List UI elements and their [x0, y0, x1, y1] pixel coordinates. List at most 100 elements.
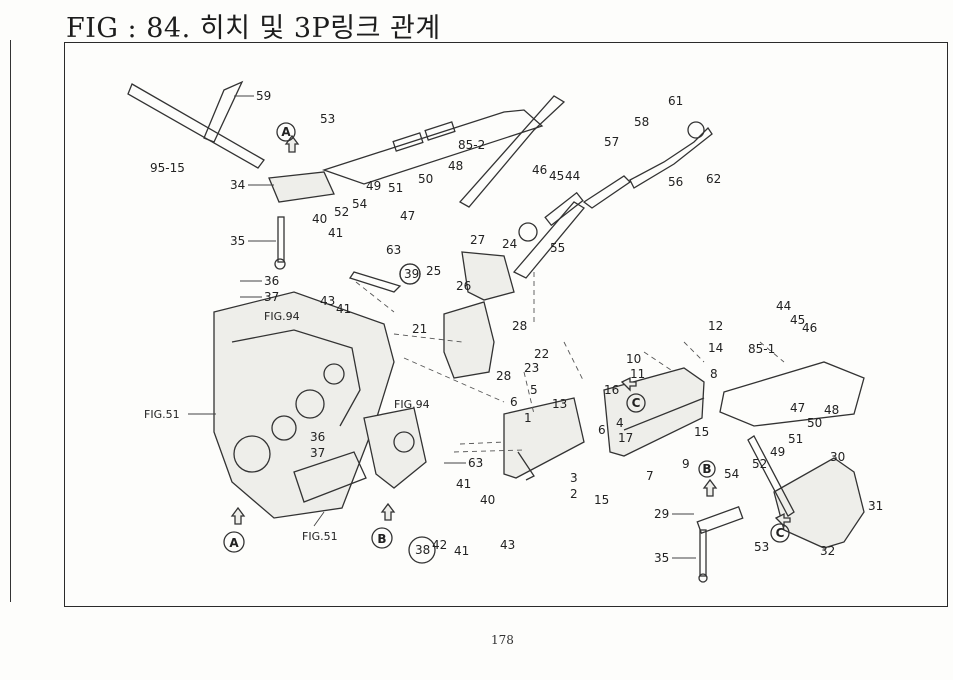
part-label: 3: [570, 471, 578, 485]
part-number-labels: 59 95-15 53 34 52 54 49 51 50 48 47 85-2…: [150, 89, 883, 565]
part-label: 50: [807, 416, 822, 430]
callout-arrows: [230, 134, 791, 528]
part-label: 35: [654, 551, 669, 565]
callout-a-top: A: [276, 122, 296, 142]
part-label: 40: [480, 493, 495, 507]
part-label: 27: [470, 233, 485, 247]
part-label: 85-1: [748, 342, 775, 356]
part-label: 41: [456, 477, 471, 491]
part-label: 11: [630, 367, 645, 381]
part-label: 53: [320, 112, 335, 126]
part-label: 48: [448, 159, 463, 173]
binding-edge: [0, 40, 11, 602]
part-label: 24: [502, 237, 517, 251]
upper-right-link: [512, 121, 713, 279]
part-label: 10: [626, 352, 641, 366]
callout-39: [399, 263, 421, 285]
part-label: 48: [824, 403, 839, 417]
part-label: 2: [570, 487, 578, 501]
ref-fig94-top: FIG.94: [264, 310, 300, 323]
lower-link-arm: [696, 361, 865, 583]
part-label: 44: [776, 299, 791, 313]
part-label: 29: [654, 507, 669, 521]
callout-b-left-label: B: [377, 532, 386, 546]
part-label: 5: [530, 383, 538, 397]
part-label: 36: [310, 430, 325, 444]
assembly-guides: [355, 272, 785, 453]
part-label: 95-15: [150, 161, 185, 175]
callout-c-right-label: C: [776, 526, 785, 540]
part-label: 21: [412, 322, 427, 336]
callout-a-bottom: A: [223, 531, 245, 553]
part-label: 28: [496, 369, 511, 383]
part-label: 46: [532, 163, 547, 177]
callout-c-center-label: C: [632, 396, 641, 410]
part-label: 52: [334, 205, 349, 219]
part-label: 54: [724, 467, 739, 481]
part-label: 6: [598, 423, 606, 437]
callout-a-top-label: A: [281, 125, 291, 139]
part-label: 13: [552, 397, 567, 411]
part-label: 51: [388, 181, 403, 195]
part-label: 58: [634, 115, 649, 129]
figure-title: FIG : 84. 히치 및 3P링크 관계: [66, 13, 441, 44]
callout-b-left: B: [371, 527, 393, 549]
hitch-lever-assembly: [127, 80, 335, 270]
part-label: 1: [524, 411, 532, 425]
part-label: 44: [565, 169, 580, 183]
part-label: 47: [400, 209, 415, 223]
exploded-parts-diagram: A A B B C C FIG.94 FIG.94 FI: [127, 80, 883, 583]
part-label: 6: [510, 395, 518, 409]
ref-fig94-mid: FIG.94: [394, 398, 430, 411]
part-label: 63: [386, 243, 401, 257]
callout-38: [408, 536, 436, 564]
part-label: 42: [432, 538, 447, 552]
callout-b-right: B: [698, 460, 716, 478]
part-label: 49: [366, 179, 381, 193]
part-label: 41: [328, 226, 343, 240]
callout-c-center: C: [626, 393, 646, 413]
part-label: 39: [404, 267, 419, 281]
part-label: 15: [694, 425, 709, 439]
callout-c-right: C: [770, 523, 790, 543]
part-label: 63: [468, 456, 483, 470]
part-label: 31: [868, 499, 883, 513]
part-label: 50: [418, 172, 433, 186]
part-label: 35: [230, 234, 245, 248]
part-label: 51: [788, 432, 803, 446]
page-number: 178: [491, 633, 514, 647]
part-label: 37: [264, 290, 279, 304]
part-label: 53: [754, 540, 769, 554]
diagram-frame: [64, 42, 948, 607]
part-label: 45: [790, 313, 805, 327]
part-label: 61: [668, 94, 683, 108]
part-label: 49: [770, 445, 785, 459]
part-label: 54: [352, 197, 367, 211]
part-label: 57: [604, 135, 619, 149]
part-label: 8: [710, 367, 718, 381]
part-label: 37: [310, 446, 325, 460]
part-label: 56: [668, 175, 683, 189]
part-label: 12: [708, 319, 723, 333]
part-label: 32: [820, 544, 835, 558]
top-link-rod: [321, 95, 566, 208]
part-label: 4: [616, 416, 624, 430]
part-label: 36: [264, 274, 279, 288]
part-label: 17: [618, 431, 633, 445]
part-label: 7: [646, 469, 654, 483]
part-label: 22: [534, 347, 549, 361]
part-label: 55: [550, 241, 565, 255]
part-label: 45: [549, 169, 564, 183]
part-label: 40: [312, 212, 327, 226]
part-label: 52: [752, 457, 767, 471]
part-label: 46: [802, 321, 817, 335]
part-label: 85-2: [458, 138, 485, 152]
transmission-housing: [213, 291, 427, 519]
part-label: 23: [524, 361, 539, 375]
part-label: 9: [682, 457, 690, 471]
part-label: 34: [230, 178, 245, 192]
part-label: 43: [320, 294, 335, 308]
part-label: 14: [708, 341, 723, 355]
ref-fig51-left: FIG.51: [144, 408, 180, 421]
